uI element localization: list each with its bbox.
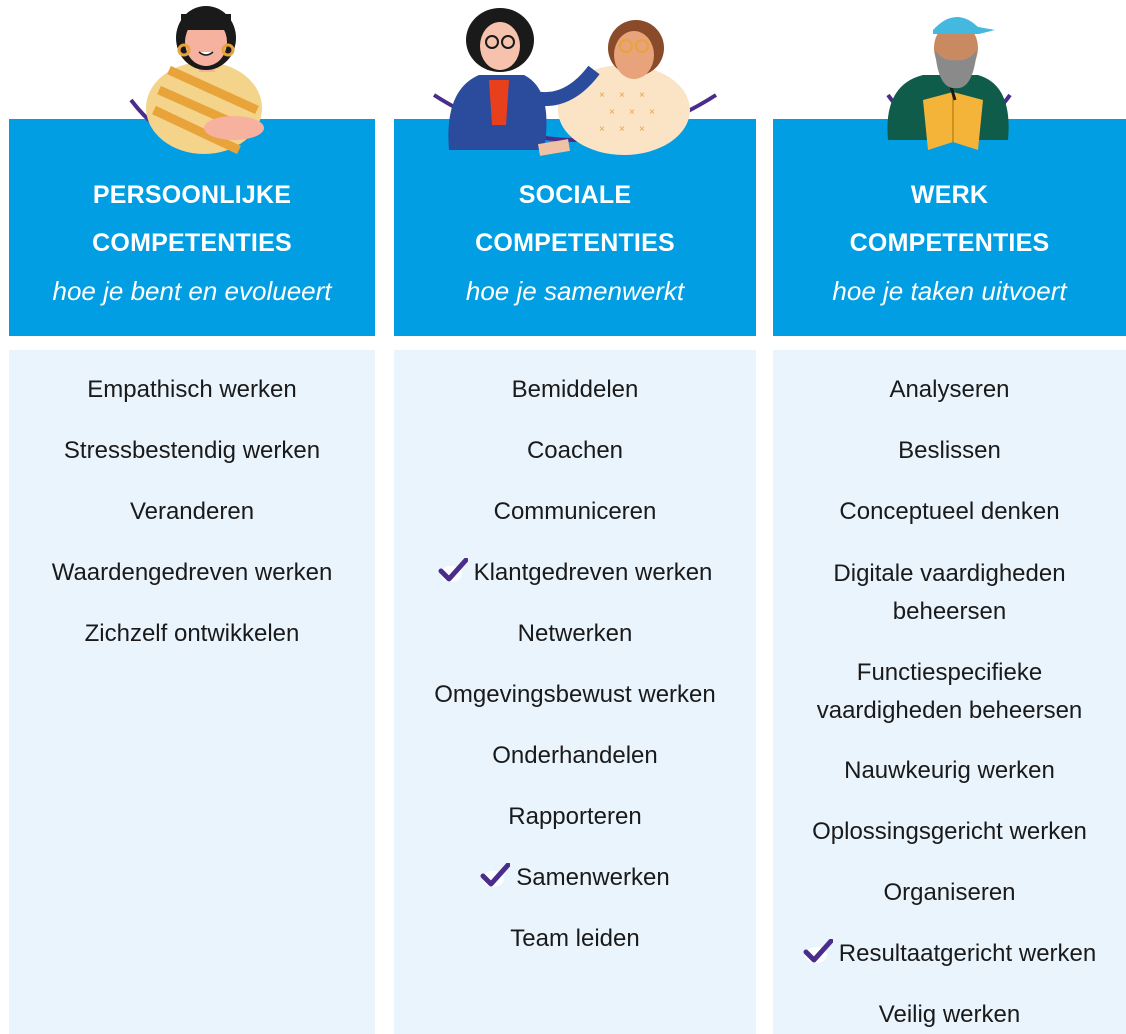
list-item: Organiseren <box>883 879 1016 906</box>
woman-striped-sweater-icon <box>9 0 375 160</box>
svg-text:×: × <box>639 90 645 101</box>
list-item: Conceptueel denken <box>839 498 1060 525</box>
list-item: Resultaatgericht werken <box>773 936 1126 972</box>
list-item: Rapporteren <box>508 803 642 830</box>
list-item: Samenwerken <box>394 860 756 896</box>
list-item: Stressbestendig werken <box>63 437 321 464</box>
list-item-label: Samenwerken <box>516 864 670 891</box>
header-werk: WERK COMPETENTIES hoe je taken uitvoert <box>773 119 1126 336</box>
column-subtitle: hoe je samenwerkt <box>465 276 685 306</box>
competency-list: Empathisch werken Stressbestendig werken… <box>9 350 375 1034</box>
two-women-handshake-icon: × × × × × × × × × <box>394 0 756 160</box>
list-item: Netwerken <box>517 620 633 647</box>
list-item-label: Resultaatgericht werken <box>838 940 1097 967</box>
list-item: Klantgedreven werken <box>394 555 756 591</box>
column-werk: WERK COMPETENTIES hoe je taken uitvoert … <box>773 0 1126 1034</box>
checkmark-icon <box>803 939 833 965</box>
svg-text:×: × <box>629 107 635 118</box>
svg-text:×: × <box>649 107 655 118</box>
svg-text:×: × <box>609 107 615 118</box>
list-item: Communiceren <box>493 498 657 525</box>
column-title: WERK COMPETENTIES <box>849 181 1050 257</box>
column-sociale: × × × × × × × × × SOCIALE COMPETENTIES hoe je … <box>394 0 756 1034</box>
list-item: Analyseren <box>889 376 1010 403</box>
checkmark-icon <box>438 558 468 584</box>
header-persoonlijke: PERSOONLIJKE COMPETENTIES hoe je bent en… <box>9 119 375 336</box>
svg-text:×: × <box>599 90 605 101</box>
list-item: Veranderen <box>129 498 255 525</box>
competency-list: Bemiddelen Coachen Communiceren Klantged… <box>394 350 756 1034</box>
column-subtitle: hoe je taken uitvoert <box>832 276 1067 306</box>
man-with-notebook-icon <box>773 0 1126 160</box>
svg-text:×: × <box>639 124 645 135</box>
list-item: Waardengedreven werken <box>51 559 333 586</box>
list-item: Coachen <box>526 437 624 464</box>
header-sociale: SOCIALE COMPETENTIES hoe je samenwerkt <box>394 119 756 336</box>
list-item: Onderhandelen <box>492 742 658 769</box>
list-item: Oplossingsgericht werken <box>812 818 1087 845</box>
list-item: Veilig werken <box>878 1001 1021 1028</box>
column-subtitle: hoe je bent en evolueert <box>52 276 332 306</box>
list-item-label: Klantgedreven werken <box>473 559 713 586</box>
list-item: Team leiden <box>510 925 640 952</box>
column-title: SOCIALE COMPETENTIES <box>475 181 675 257</box>
list-item: Empathisch werken <box>87 376 297 403</box>
list-item: Zichzelf ontwikkelen <box>84 620 300 647</box>
competency-list: Analyseren Beslissen Conceptueel denken … <box>773 350 1126 1034</box>
checkmark-icon <box>480 863 511 889</box>
list-item: Nauwkeurig werken <box>844 757 1055 784</box>
column-title: PERSOONLIJKE COMPETENTIES <box>92 181 292 257</box>
svg-text:×: × <box>599 124 605 135</box>
svg-text:×: × <box>619 124 625 135</box>
list-item: Omgevingsbewust werken <box>434 681 716 708</box>
svg-text:×: × <box>619 90 625 101</box>
list-item: Bemiddelen <box>511 376 639 403</box>
column-persoonlijke: PERSOONLIJKE COMPETENTIES hoe je bent en… <box>9 0 375 1034</box>
list-item: Beslissen <box>898 437 1001 464</box>
